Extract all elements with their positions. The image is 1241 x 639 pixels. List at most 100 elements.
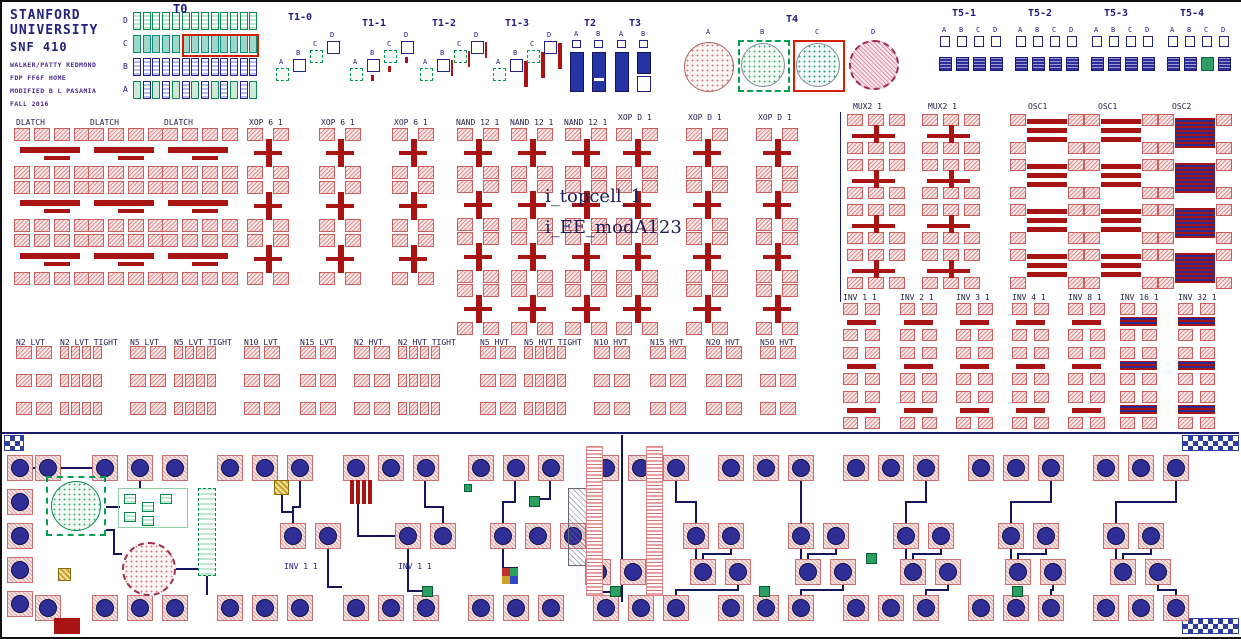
poly-bar (1120, 361, 1157, 370)
poly-bar (852, 224, 895, 228)
bond-pad (7, 455, 33, 481)
t4-letter: A (706, 28, 711, 36)
cell-pad (1068, 417, 1083, 429)
cell-pad (594, 346, 610, 359)
t0-cell (230, 58, 238, 76)
cell-pad (847, 232, 863, 244)
cell-pad (74, 166, 90, 179)
cell-pad (319, 181, 335, 194)
cell-pad (418, 128, 434, 141)
cell-array-label: NAND 12 1 (456, 118, 500, 127)
t5-bottom-square (1108, 57, 1121, 71)
poly-bar (1101, 254, 1141, 259)
cell-pad (760, 374, 776, 387)
bond-pad (788, 595, 814, 621)
cell-pad (354, 402, 370, 415)
cell-pad (207, 346, 216, 359)
bond-pad (413, 595, 439, 621)
poly-bar (94, 253, 154, 259)
cell-pad (782, 284, 798, 297)
cell-pad (642, 166, 658, 179)
cell-array-label: NAND 12 1 (510, 118, 554, 127)
poly-bar (192, 209, 218, 213)
chip-notes: WALKER/PATTY REDMOND FDP FF6F HOME MODIF… (10, 59, 98, 111)
cell-pad (616, 180, 632, 193)
cell-pad (511, 284, 527, 297)
cell-pad (202, 272, 218, 285)
cell-pad (71, 346, 80, 359)
poly-bar (1027, 128, 1067, 133)
cell-pad (1034, 417, 1049, 429)
cell-pad (511, 232, 527, 245)
cell-pad (847, 142, 863, 154)
cell-pad (207, 374, 216, 387)
t5-bottom-square (1066, 57, 1079, 71)
poly-bar (94, 200, 154, 206)
cell-pad (54, 234, 70, 247)
wire-segment (1157, 585, 1177, 595)
cell-pad (392, 166, 408, 179)
cell-pad (922, 303, 937, 315)
cell-array-label: N2 LVT (16, 338, 45, 347)
green-hatch-bar (198, 488, 216, 576)
cell-pad (222, 219, 238, 232)
cell-pad (60, 374, 69, 387)
cell-array-label: XOP D 1 (758, 113, 792, 122)
cell-pad (511, 270, 527, 283)
t0-cell (171, 81, 180, 99)
cell-pad (782, 180, 798, 193)
poly-bar (927, 179, 970, 183)
bond-pad (378, 595, 404, 621)
t1-letter: B (296, 49, 301, 57)
cell-pad (1034, 303, 1049, 315)
t4-box (793, 40, 845, 92)
cell-pad (1012, 391, 1027, 403)
t5-label: T5-1 (952, 8, 977, 19)
cell-pad (535, 402, 544, 415)
t1-square (310, 50, 323, 63)
cell-pad (686, 218, 702, 231)
poly-bar (1101, 227, 1141, 232)
bond-pad (823, 523, 849, 549)
poly-bar (254, 204, 282, 208)
poly-bar (20, 200, 80, 206)
bond-pad (1038, 455, 1064, 481)
bond-pad (620, 559, 646, 585)
cell-pad (1200, 329, 1215, 341)
poly-bar (1175, 253, 1215, 283)
t1-mark (558, 43, 562, 69)
corner-checker (1182, 618, 1239, 634)
poly-bar (94, 147, 154, 153)
t1-square (276, 68, 289, 81)
bond-pad (127, 595, 153, 621)
cell-pad (16, 402, 32, 415)
cell-pad (565, 180, 581, 193)
cell-pad (128, 272, 144, 285)
cell-pad (686, 166, 702, 179)
t0-cell (133, 58, 141, 76)
pad-inv-label: INV 1 1 (398, 562, 432, 571)
poly-bar (464, 151, 492, 155)
cell-pad (36, 346, 52, 359)
cell-pad (865, 373, 880, 385)
cell-pad (591, 128, 607, 141)
cell-pad (686, 322, 702, 335)
wire-segment (424, 481, 444, 523)
t0-cell (249, 12, 258, 30)
cell-pad (782, 232, 798, 245)
cell-pad (93, 346, 102, 359)
t5-bottom-square (973, 57, 986, 71)
cell-pad (1010, 204, 1026, 216)
t5-letter: B (1187, 26, 1192, 34)
t0-cell (210, 81, 219, 99)
cell-pad (847, 204, 863, 216)
bond-pad (718, 595, 744, 621)
cell-pad (202, 181, 218, 194)
cell-pad (868, 142, 884, 154)
wire-segment (702, 549, 732, 559)
bond-pad (1163, 595, 1189, 621)
bond-pad (788, 523, 814, 549)
cell-pad (1142, 417, 1157, 429)
cell-pad (374, 402, 390, 415)
